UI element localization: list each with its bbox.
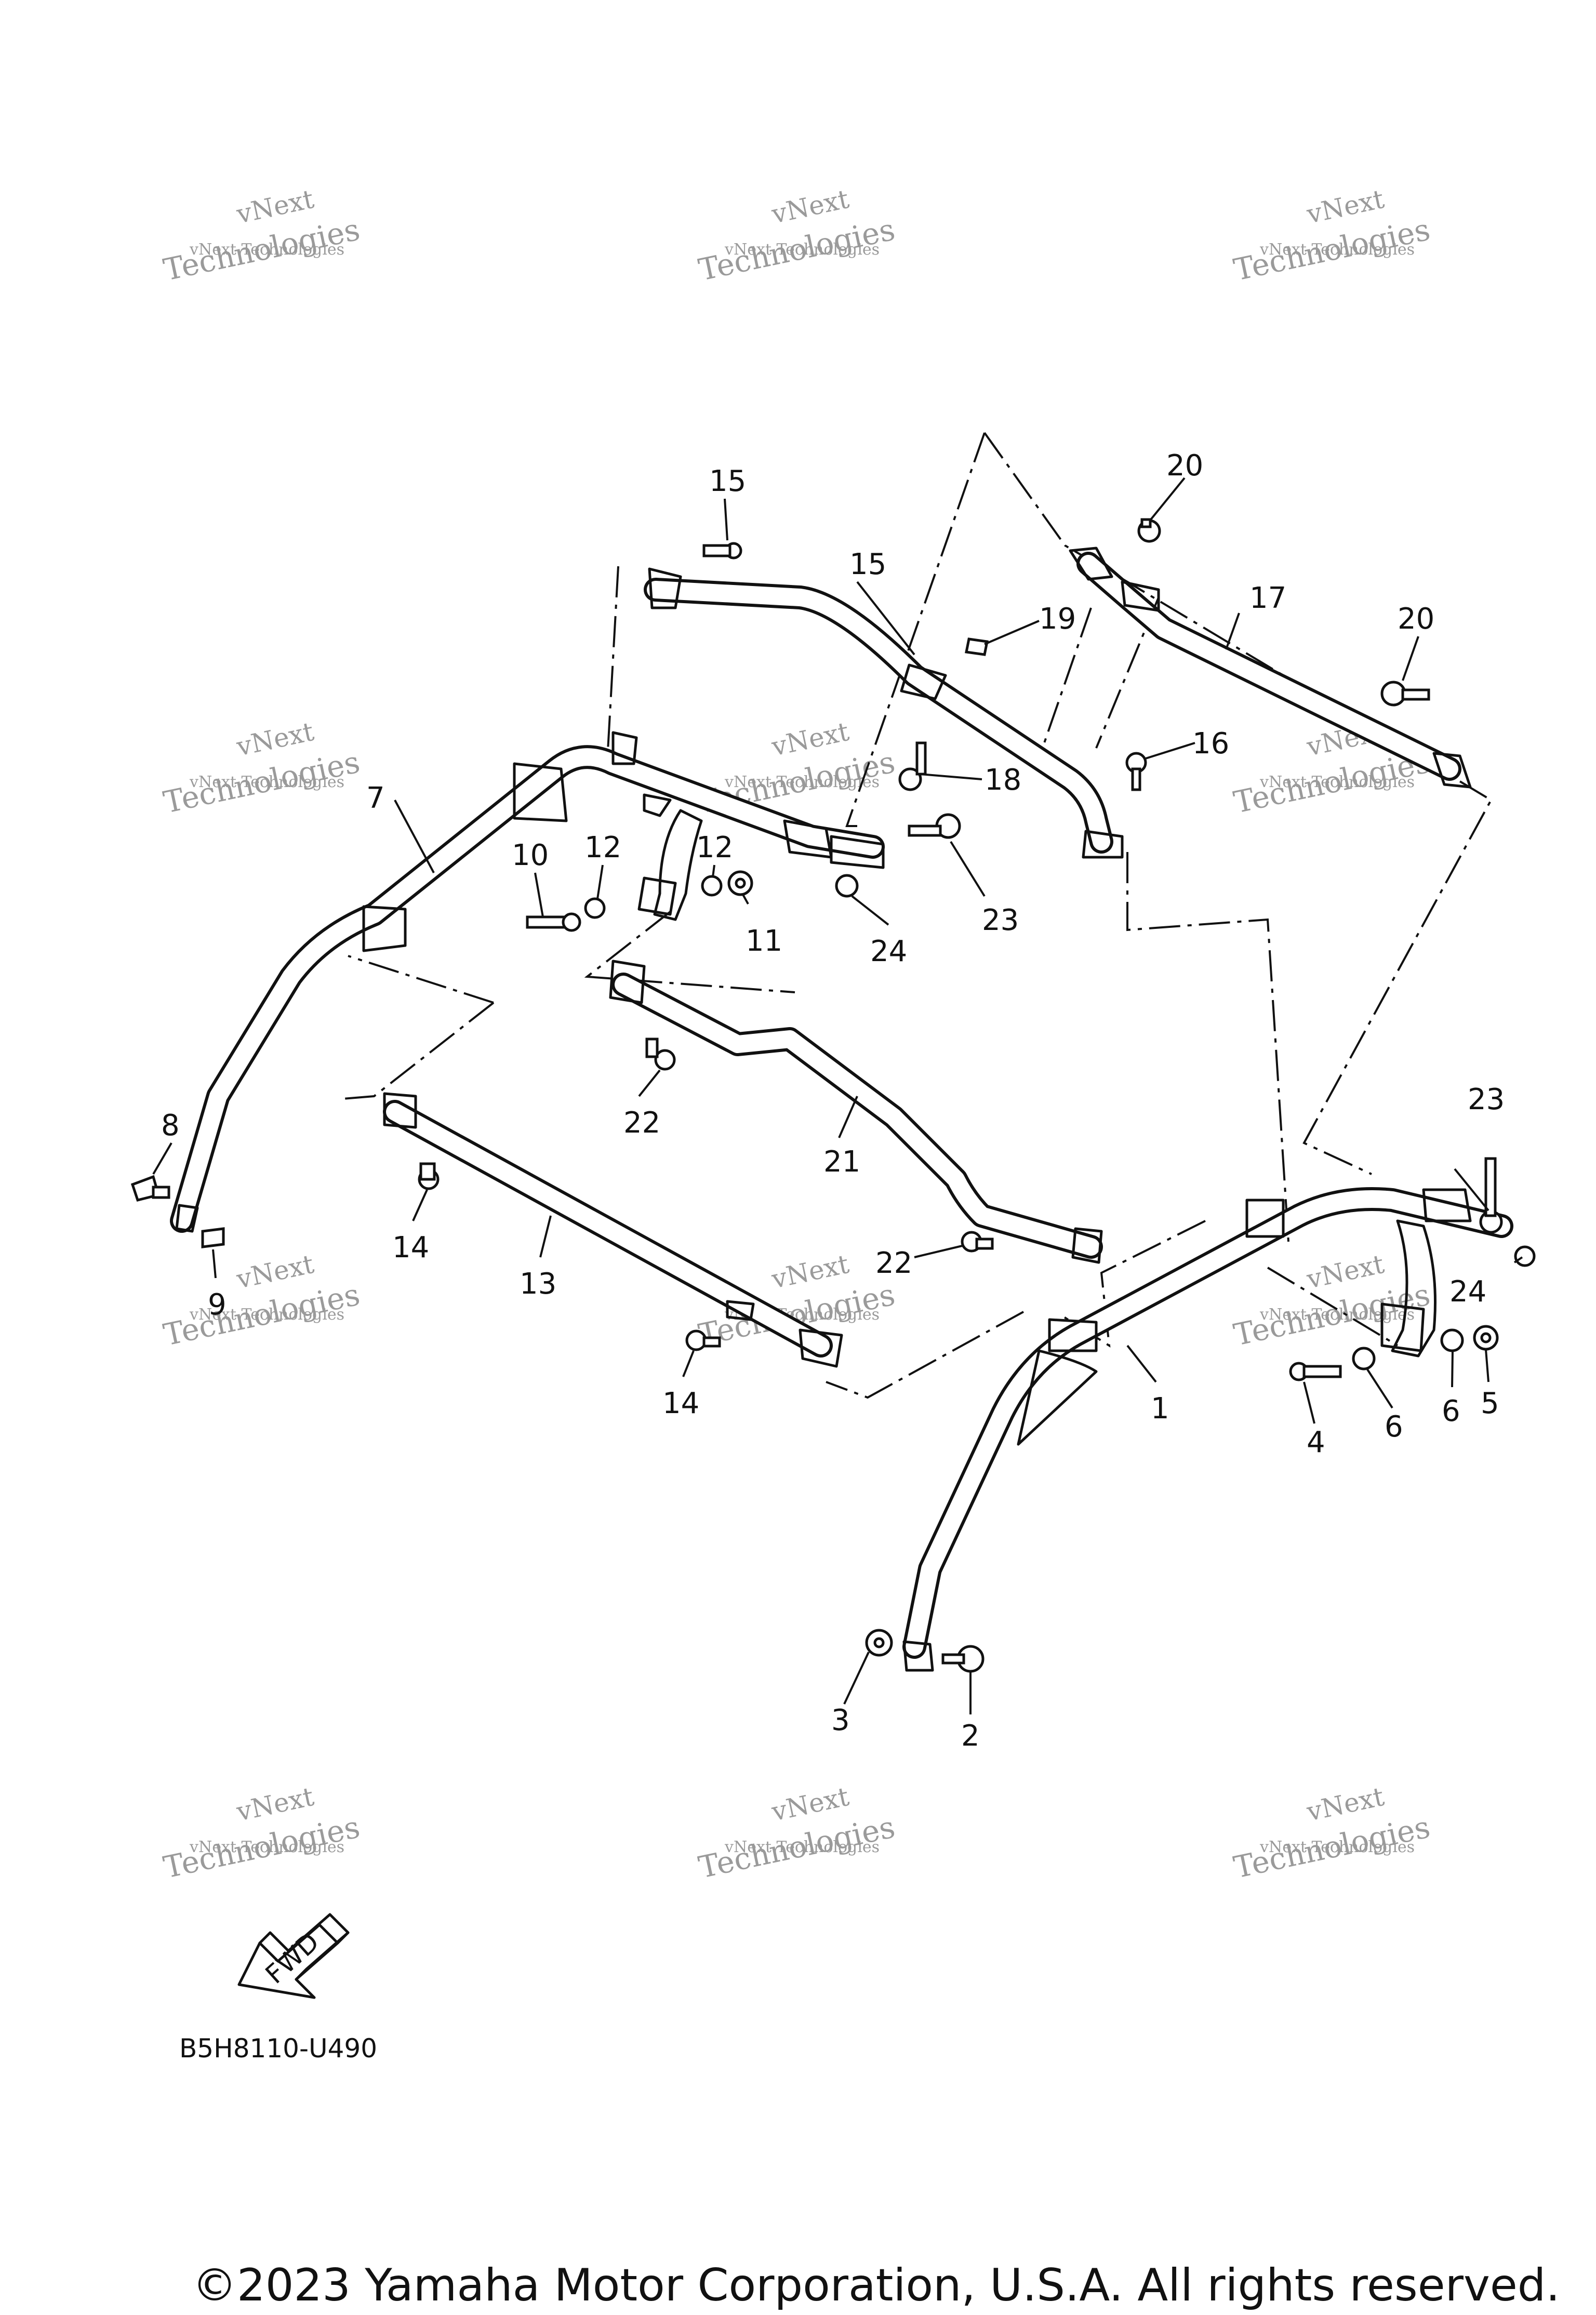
watermark-line3: vNext Technologies bbox=[724, 773, 880, 791]
part-1-right-arch bbox=[902, 1187, 1513, 1672]
callout-6-left: 6 bbox=[1385, 1410, 1403, 1444]
callout-14-upper: 14 bbox=[392, 1231, 429, 1265]
callout-22-lower: 22 bbox=[875, 1246, 912, 1280]
callout-17: 17 bbox=[1249, 581, 1286, 615]
watermark-line3: vNext Technologies bbox=[189, 1838, 344, 1856]
drawing-code: B5H8110-U490 bbox=[179, 2033, 377, 2064]
callout-23-right: 23 bbox=[1468, 1083, 1505, 1116]
callout-15: 15 bbox=[849, 548, 886, 581]
part-21-middle-bar bbox=[609, 960, 1103, 1264]
part-7-left-arch bbox=[170, 731, 885, 1233]
part-15-upper-bar bbox=[644, 567, 1124, 859]
fwd-label: FWD bbox=[260, 1927, 325, 1990]
callout-labels: 15 20 15 19 17 20 18 16 7 10 12 12 11 24… bbox=[161, 449, 1505, 1753]
callout-12-right: 12 bbox=[696, 831, 733, 864]
watermark-line3: vNext Technologies bbox=[724, 241, 880, 259]
watermark-line3: vNext Technologies bbox=[1259, 773, 1415, 791]
callout-18: 18 bbox=[985, 763, 1021, 797]
watermark-line3: vNext Technologies bbox=[189, 1306, 344, 1324]
callout-2: 2 bbox=[961, 1719, 980, 1753]
callout-3: 3 bbox=[831, 1704, 850, 1737]
callout-20-right: 20 bbox=[1398, 602, 1434, 636]
leader-lines bbox=[152, 477, 1523, 1714]
callout-9: 9 bbox=[208, 1288, 227, 1322]
callout-11: 11 bbox=[746, 924, 782, 958]
callout-16-top: 15 bbox=[709, 464, 746, 498]
callout-16-mid: 16 bbox=[1192, 727, 1229, 761]
callout-5: 5 bbox=[1481, 1387, 1499, 1420]
watermark-line3: vNext Technologies bbox=[189, 773, 344, 791]
reference-lines bbox=[342, 432, 1493, 1399]
callout-24-right: 24 bbox=[1449, 1275, 1486, 1309]
fwd-arrow-icon: FWD bbox=[237, 1913, 350, 1999]
watermark-line3: vNext Technologies bbox=[724, 1838, 880, 1856]
callout-7: 7 bbox=[366, 781, 385, 815]
callout-23-upper: 23 bbox=[982, 903, 1019, 937]
callout-8: 8 bbox=[161, 1109, 180, 1142]
callout-6-right: 6 bbox=[1442, 1394, 1460, 1428]
hardware bbox=[130, 518, 1536, 1673]
callout-1: 1 bbox=[1151, 1392, 1169, 1426]
callout-24-upper: 24 bbox=[870, 935, 907, 968]
callout-22-upper: 22 bbox=[623, 1106, 660, 1140]
callout-12-left: 12 bbox=[584, 831, 621, 864]
watermark-line3: vNext Technologies bbox=[189, 241, 344, 259]
watermark-line3: vNext Technologies bbox=[1259, 1838, 1415, 1856]
callout-13: 13 bbox=[520, 1267, 556, 1301]
callout-19: 19 bbox=[1039, 602, 1076, 636]
callout-10: 10 bbox=[512, 839, 549, 872]
callout-4: 4 bbox=[1307, 1426, 1325, 1459]
callout-21: 21 bbox=[823, 1145, 860, 1179]
watermark-line3: vNext Technologies bbox=[1259, 241, 1415, 259]
callout-20-top: 20 bbox=[1166, 449, 1203, 483]
part-13-lower-bar bbox=[383, 1092, 843, 1368]
callout-14-lower: 14 bbox=[662, 1387, 699, 1420]
part-17-upper-bar bbox=[1069, 547, 1472, 789]
copyright-notice: ©2023 Yamaha Motor Corporation, U.S.A. A… bbox=[192, 2259, 1560, 2311]
